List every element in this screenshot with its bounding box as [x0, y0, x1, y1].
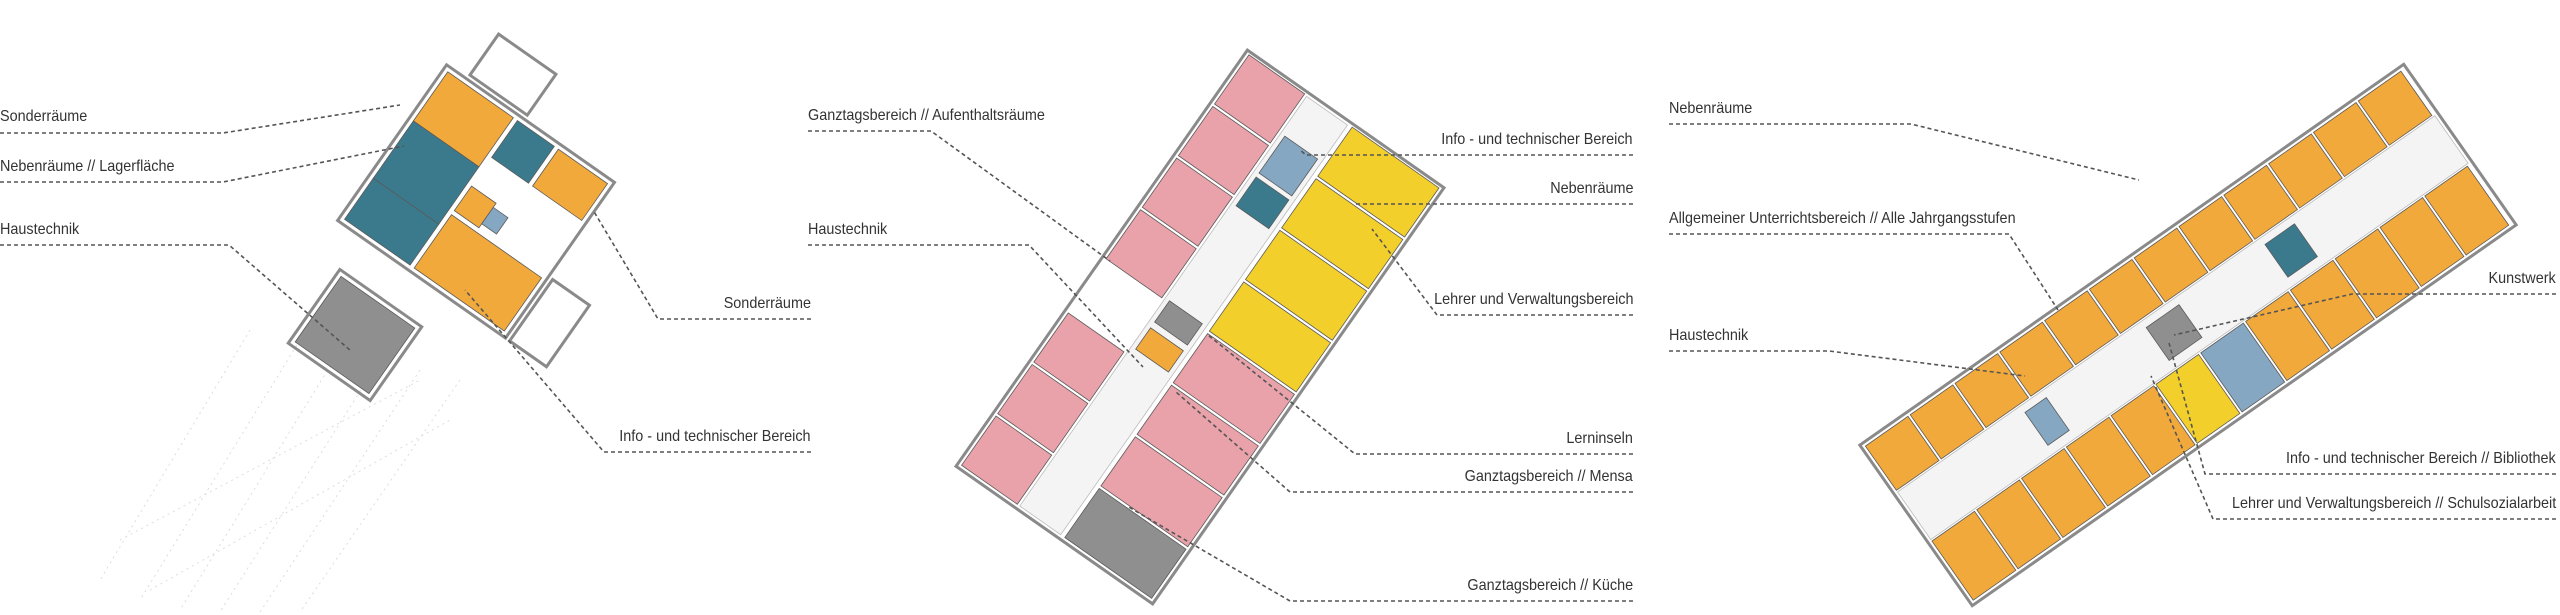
- room-unterricht: [1999, 321, 2074, 397]
- room-unterricht: [2289, 259, 2375, 350]
- leader-line: [1175, 391, 1633, 493]
- room-unterricht: [1954, 353, 2030, 429]
- label-haustechnik: Haustechnik: [0, 221, 80, 238]
- room-unterricht: [1976, 479, 2062, 570]
- room-unterricht: [1864, 415, 1940, 491]
- room-nebenraum: [1235, 176, 1290, 230]
- terrace: [507, 277, 592, 369]
- outer-wall: [953, 48, 1447, 606]
- room-info: [481, 206, 509, 235]
- room-unterricht: [2133, 227, 2209, 303]
- leader-line: [1126, 505, 1633, 602]
- room-nebenraum: [2264, 223, 2318, 278]
- room-unterricht: [2312, 102, 2388, 178]
- leader-line: [2173, 293, 2556, 336]
- leader-line: [0, 244, 352, 352]
- room-ganztag: [1172, 332, 1296, 445]
- room-sonderraum: [532, 148, 609, 222]
- room-schulsozialarbeit: [2155, 353, 2241, 444]
- room-unterricht: [2268, 133, 2343, 209]
- label-nebenraeume: Nebenräume: [1669, 100, 1753, 117]
- room-ganztag: [1141, 157, 1233, 247]
- label-unterrichtsbereich: Allgemeiner Unterrichtsbereich // Alle J…: [1669, 210, 2016, 227]
- room-unterricht: [2044, 290, 2119, 366]
- leader-line: [808, 130, 1111, 262]
- parking-grid: [99, 329, 461, 613]
- label-info-bibliothek: Info - und technischer Bereich // Biblio…: [2286, 450, 2556, 467]
- room-unterricht: [2245, 291, 2331, 382]
- room-lerninsel: [1135, 327, 1184, 373]
- room-haustechnik: [294, 275, 416, 395]
- label-haustechnik: Haustechnik: [808, 221, 888, 238]
- room-ganztag: [1033, 312, 1125, 402]
- room-ganztag: [1136, 384, 1259, 496]
- label-info-technik: Info - und technischer Bereich: [1441, 131, 1633, 148]
- label-nebenraeume-lager: Nebenräume // Lagerfläche: [0, 158, 175, 175]
- room-ganztag: [1177, 105, 1270, 196]
- room-unterricht: [1909, 384, 1985, 460]
- room-lager: [344, 177, 440, 266]
- label-ganztag-kueche: Ganztagsbereich // Küche: [1467, 577, 1633, 594]
- room-unterricht: [2178, 196, 2254, 272]
- label-lehrer-schulsozialarbeit: Lehrer und Verwaltungsbereich // Schulso…: [2231, 495, 2556, 512]
- label-haustechnik: Haustechnik: [1669, 327, 1749, 344]
- floor-plan-right: [1857, 62, 2519, 608]
- room-unterricht: [2424, 165, 2510, 256]
- outer-wall: [335, 62, 617, 341]
- room-bibliothek: [2200, 322, 2286, 413]
- leader-line: [2168, 342, 2556, 475]
- room-unterricht: [2110, 385, 2196, 476]
- room-unterricht: [2020, 448, 2107, 538]
- room-ganztag: [1105, 209, 1197, 299]
- label-kunstwerk: Kunstwerk: [2488, 270, 2556, 287]
- leader-line: [592, 209, 811, 320]
- floor-plan-left: [335, 32, 617, 369]
- label-sonderraeume: Sonderräume: [0, 108, 88, 125]
- label-info-technik: Info - und technischer Bereich: [619, 428, 811, 445]
- room-unterricht: [1931, 510, 2017, 601]
- room-unterricht: [2334, 228, 2420, 319]
- room-sonderraum: [413, 214, 543, 332]
- leader-line: [1207, 334, 1633, 455]
- room-haustechnik: [1064, 487, 1187, 599]
- annex-wall: [286, 267, 424, 403]
- room-unterricht: [2065, 416, 2151, 507]
- label-lerninseln: Lerninseln: [1566, 430, 1633, 447]
- room-unterricht: [2357, 70, 2433, 146]
- leader-line: [0, 145, 405, 183]
- leader-line: [1371, 228, 1633, 316]
- leader-line: [2150, 375, 2556, 520]
- room-haustechnik: [1154, 300, 1203, 346]
- label-sonderraeume-right: Sonderräume: [723, 295, 811, 312]
- room-info: [2024, 397, 2070, 446]
- room-ganztag: [961, 415, 1053, 505]
- room-ganztag: [997, 363, 1089, 454]
- leader-line: [464, 289, 811, 453]
- label-lehrer-verwaltung: Lehrer und Verwaltungsbereich: [1433, 291, 1633, 308]
- leader-line: [808, 244, 1144, 368]
- stair-annex: [467, 32, 559, 118]
- room-info: [1258, 135, 1319, 197]
- floor-plan-middle: [953, 48, 1447, 606]
- floor-plan-left-annex: [286, 267, 424, 403]
- room-lehrer: [1208, 281, 1332, 393]
- room-unterricht: [2088, 258, 2164, 335]
- leader-line: [1669, 123, 2140, 181]
- room-ganztag: [1213, 54, 1306, 144]
- room-lehrer: [1244, 229, 1368, 341]
- leader-line: [1299, 149, 1633, 156]
- label-ganztag-mensa: Ganztagsbereich // Mensa: [1464, 468, 1633, 485]
- leader-line: [1669, 233, 2059, 311]
- label-nebenraeume: Nebenräume: [1549, 180, 1633, 197]
- label-ganztag-aufenthalt: Ganztagsbereich // Aufenthaltsräume: [808, 107, 1045, 124]
- leader-lines: [0, 104, 2556, 602]
- room-lehrer: [1317, 126, 1440, 238]
- room-haustechnik: [2145, 304, 2203, 361]
- room-unterricht: [2223, 164, 2298, 240]
- outer-wall: [1857, 62, 2519, 608]
- room-nebenraum: [491, 119, 555, 184]
- room-unterricht: [2379, 197, 2465, 287]
- room-lehrer: [1281, 178, 1404, 290]
